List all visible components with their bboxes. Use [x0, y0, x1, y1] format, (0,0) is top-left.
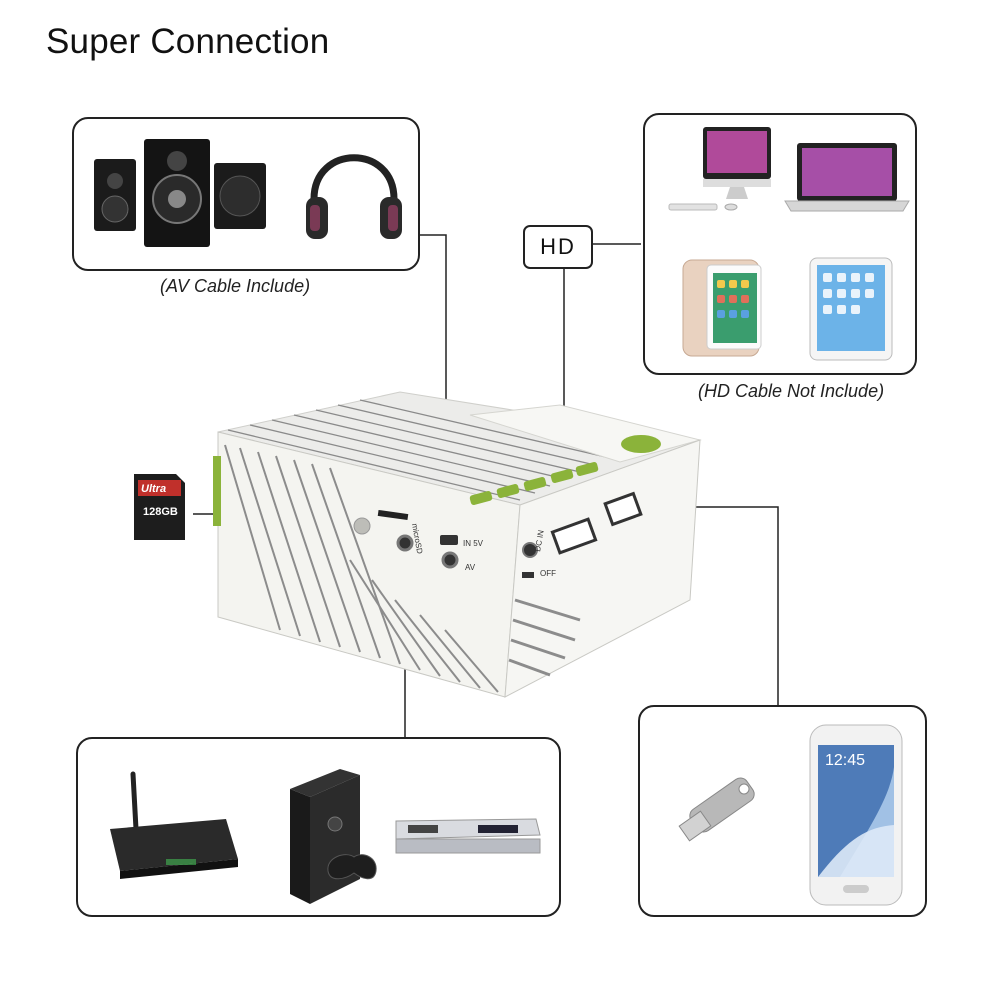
page-title: Super Connection	[46, 22, 330, 61]
headphones-icon	[306, 154, 402, 239]
smartphone-icon	[682, 259, 762, 357]
hdmi-port	[550, 517, 598, 555]
laptop-icon	[784, 143, 910, 212]
speakers-icon	[94, 139, 266, 247]
hd-caption: (HD Cable Not Include)	[698, 381, 885, 401]
projector	[213, 391, 702, 698]
hd-devices-box	[643, 113, 917, 375]
ir-sensor	[353, 517, 371, 535]
control-buttons	[469, 461, 599, 506]
usb-devices: 12:45	[678, 724, 903, 906]
av-caption: (AV Cable Include)	[160, 276, 311, 296]
dvd-player-icon	[395, 818, 541, 854]
usb-flash-drive-icon	[678, 777, 755, 842]
usb-devices-box: 12:45	[638, 705, 927, 917]
sd-card: Ultra 128GB	[134, 474, 185, 540]
hd-tag: HD	[523, 225, 593, 269]
microsd-slot	[377, 509, 409, 521]
desktop-computer-icon	[668, 127, 771, 211]
label-dc-in: DC IN	[533, 529, 546, 552]
tv-box-icon	[110, 771, 238, 879]
dc-in-port	[522, 542, 538, 558]
game-console-icon	[290, 769, 377, 904]
sd-brand: Ultra	[141, 483, 166, 495]
in5v-port	[440, 535, 458, 545]
label-in5v: IN 5V	[463, 539, 484, 548]
sd-capacity: 128GB	[143, 506, 178, 518]
label-off: OFF	[540, 569, 556, 578]
focus-wheel	[621, 435, 661, 453]
tablet-icon	[809, 257, 893, 361]
audio-devices-box	[72, 117, 420, 271]
av-devices	[110, 769, 541, 904]
power-switch	[522, 572, 534, 578]
audio-devices	[94, 139, 402, 247]
headphone-port	[396, 534, 414, 552]
av-port	[441, 551, 459, 569]
android-phone-icon: 12:45	[809, 724, 903, 906]
usb-port	[603, 491, 643, 527]
label-av: AV	[465, 563, 476, 572]
phone-clock: 12:45	[825, 752, 865, 769]
av-devices-box	[76, 737, 561, 917]
hd-devices	[668, 127, 910, 361]
